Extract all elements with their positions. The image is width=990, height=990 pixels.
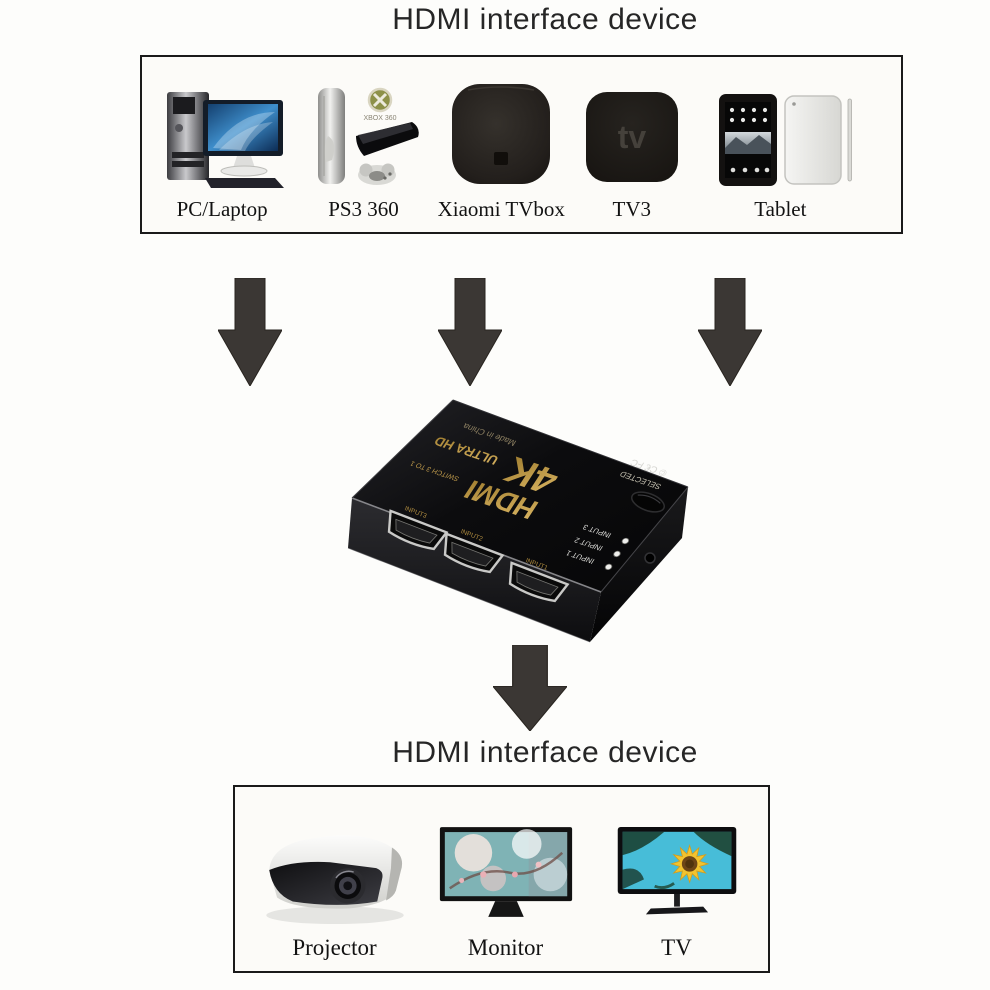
- device-label: Xiaomi TVbox: [437, 196, 565, 221]
- device-label: TV3: [612, 196, 652, 221]
- device-ps3-360: XBOX 360 PS3 360: [298, 63, 429, 232]
- down-arrow-center: [438, 278, 502, 386]
- device-label: Projector: [292, 934, 377, 960]
- power-port: [644, 552, 656, 564]
- device-monitor: Monitor: [420, 795, 591, 971]
- device-label: PC/Laptop: [176, 196, 268, 221]
- select-button[interactable]: [629, 488, 667, 516]
- switch-top-face: [352, 400, 688, 592]
- led-input3: [621, 537, 630, 545]
- device-tablet: Tablet: [690, 63, 871, 232]
- hdmi-port-input3[interactable]: [383, 509, 449, 554]
- led-input1: [604, 563, 613, 571]
- output-devices-box: Projector Monitor: [233, 785, 770, 973]
- hdmi-port-input1[interactable]: [504, 561, 570, 606]
- device-projector: Projector: [249, 795, 420, 971]
- device-label: TV: [661, 934, 692, 960]
- device-label: PS3 360: [328, 196, 399, 221]
- xbox-logo-text: XBOX 360: [363, 115, 396, 122]
- tv-icon: [617, 826, 736, 915]
- device-tv: TV: [591, 795, 762, 971]
- switch-right-face: [590, 487, 688, 642]
- down-arrow-output: [493, 645, 567, 731]
- monitor-icon: [439, 826, 572, 917]
- hdmi-switch-device: HDMI SWITCH 3 TO 1 4K ULTRA HD Made in C…: [347, 399, 689, 643]
- desktop-pc-icon: [167, 91, 285, 188]
- hdmi-port-input2[interactable]: [439, 532, 505, 577]
- down-arrow-right: [698, 278, 762, 386]
- down-arrow-left: [218, 278, 282, 386]
- device-tv3: tv TV3: [574, 63, 690, 232]
- device-label: Tablet: [754, 196, 807, 221]
- top-section-title: HDMI interface device: [392, 3, 698, 36]
- tv-logo-text: tv: [618, 119, 647, 155]
- tablets-icon: [719, 93, 853, 186]
- device-label: Monitor: [467, 934, 544, 960]
- led-input2: [613, 550, 621, 558]
- apple-tv-icon: tv: [585, 91, 678, 182]
- source-devices-box: PC/Laptop XBOX 360: [140, 55, 903, 234]
- streaming-box-icon: [452, 83, 551, 184]
- bottom-section-title: HDMI interface device: [392, 736, 698, 769]
- projector-icon: [265, 834, 404, 924]
- device-xiaomi-tvbox: Xiaomi TVbox: [429, 63, 574, 232]
- game-consoles-icon: XBOX 360: [317, 87, 419, 185]
- device-pc-laptop: PC/Laptop: [146, 63, 298, 232]
